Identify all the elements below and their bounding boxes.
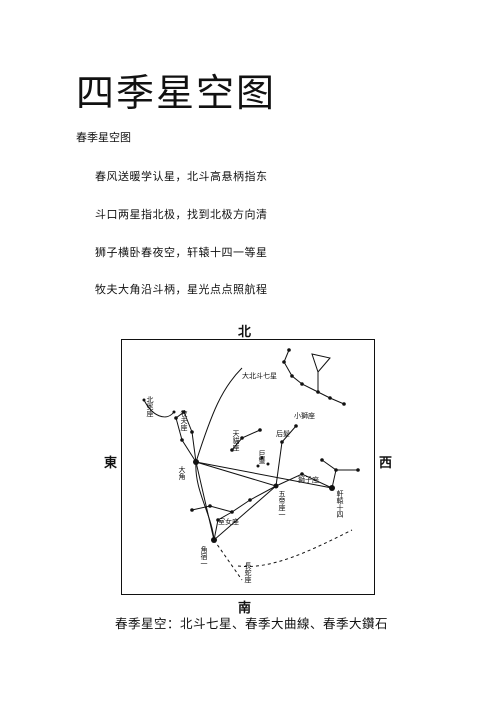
label-arcturus: 大角 (178, 465, 186, 481)
star (142, 398, 146, 402)
star (208, 504, 212, 508)
south-label: 南 (238, 601, 252, 616)
star (300, 382, 304, 386)
star (190, 430, 194, 434)
poem-line: 牧夫大角沿斗柄，星光点点照航程 (95, 283, 268, 296)
label-big-dipper: 大北斗七星 (242, 371, 277, 380)
star (316, 390, 320, 394)
label-cancer: 巨蟹 (258, 450, 266, 465)
poem-line: 斗口两星指北极，找到北极方向清 (95, 208, 268, 221)
star (180, 438, 184, 442)
north-label: 北 (238, 325, 252, 340)
star (266, 462, 270, 466)
dipper-bowl (311, 353, 331, 373)
star (230, 510, 234, 514)
star-regulus (329, 485, 335, 491)
page-title: 四季星空图 (76, 71, 277, 115)
spring-curve-lower (213, 539, 243, 581)
star (230, 448, 234, 452)
star-spica (211, 537, 217, 543)
stars (142, 348, 360, 543)
poem-line: 春风送暖学认星，北斗高悬柄指东 (95, 170, 268, 183)
star (260, 456, 264, 460)
poem-line: 狮子横卧春夜空，轩辕十四一等星 (95, 246, 268, 259)
label-coma: 后髮 (276, 429, 290, 438)
star (216, 518, 220, 522)
arcturus-regulus-line (195, 461, 333, 489)
star (356, 468, 360, 472)
star (256, 464, 260, 468)
star (294, 424, 298, 428)
map-caption: 春季星空：北斗七星、春季大曲線、春季大鑽石 (115, 616, 389, 631)
star (300, 472, 304, 476)
star (290, 374, 294, 378)
label-lynx: 天貓座 (232, 430, 240, 452)
star-map-drawing: 大北斗七星 北冕座 牧夫座 小獅座 天貓座 后髮 巨蟹 大角 獅子座 軒轅十四 … (142, 348, 360, 584)
label-spica: 角宿一 (200, 545, 208, 567)
label-corona: 北冕座 (146, 396, 154, 418)
label-regulus: 軒轅十四 (336, 490, 344, 519)
west-label: 西 (379, 456, 393, 471)
star (280, 440, 284, 444)
star (334, 468, 338, 472)
label-leo-minor: 小獅座 (294, 411, 315, 420)
star (258, 428, 262, 432)
hydra-line (237, 529, 353, 568)
star-arcturus (193, 459, 199, 465)
star-denebola (273, 483, 279, 489)
star (182, 410, 186, 414)
spring-diamond (195, 461, 278, 541)
label-hydra: 長蛇座 (244, 562, 252, 584)
star (287, 348, 291, 352)
spring-curve-middle (195, 461, 215, 541)
star (248, 498, 252, 502)
section-heading: 春季星空图 (76, 131, 131, 144)
star (328, 396, 332, 400)
east-label: 東 (104, 456, 118, 471)
bootes-lines (175, 411, 197, 463)
star (190, 508, 194, 512)
star-map-frame: 大北斗七星 北冕座 牧夫座 小獅座 天貓座 后髮 巨蟹 大角 獅子座 軒轅十四 … (121, 339, 375, 595)
virgo-branch (191, 505, 233, 513)
label-virgo: 室女座 (218, 517, 239, 526)
spring-curve-upper (195, 367, 243, 463)
star (174, 416, 178, 420)
star (342, 402, 346, 406)
star (282, 360, 286, 364)
label-bootes: 牧夫座 (180, 409, 188, 432)
label-leo: 獅子座 (298, 475, 319, 484)
label-denebola: 五帝座一 (278, 490, 286, 518)
star (320, 458, 324, 462)
star (240, 436, 244, 440)
corona-arc (143, 399, 175, 418)
star (172, 410, 176, 414)
